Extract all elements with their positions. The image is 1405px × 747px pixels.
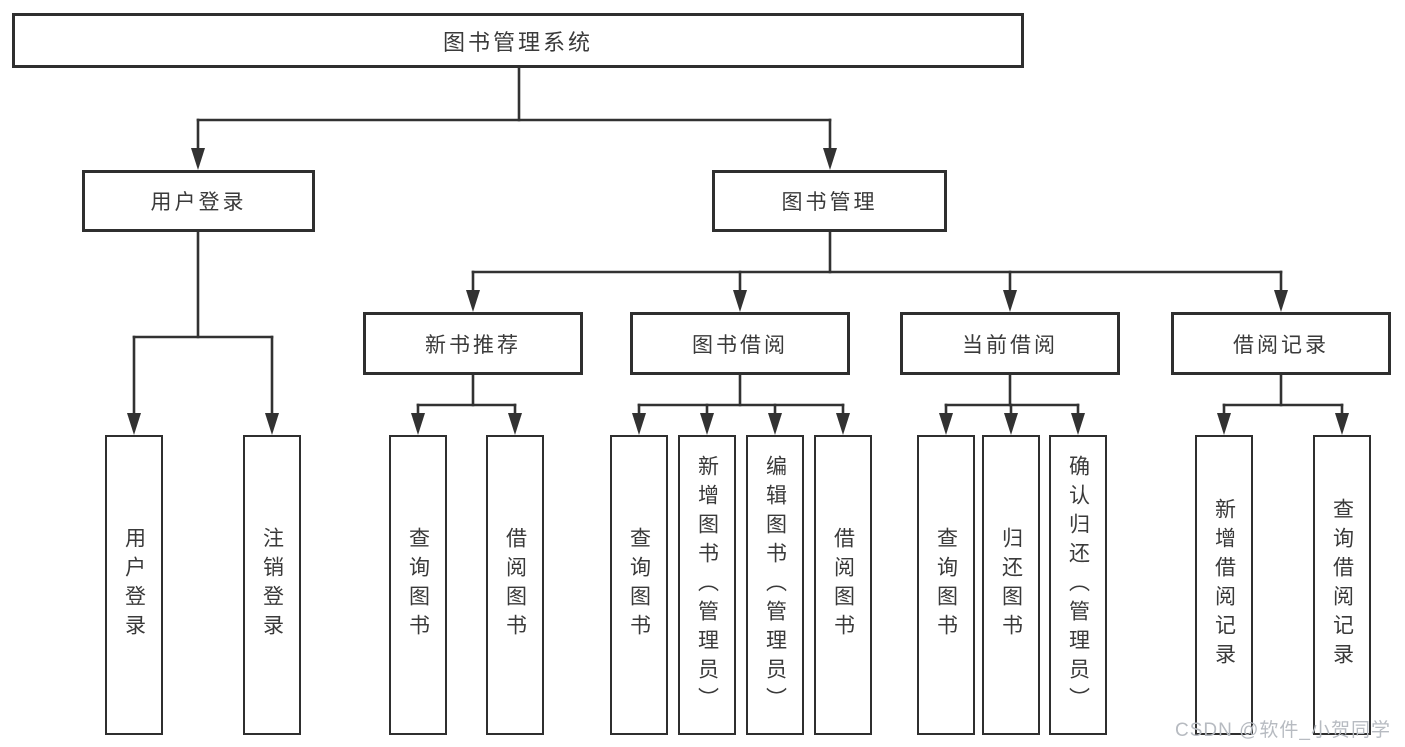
leaf-edit-books-admin: 编辑图书（管理员） <box>746 435 804 735</box>
node-book-management: 图书管理 <box>712 170 947 232</box>
node-label: 借阅图书 <box>831 527 855 643</box>
node-label: 新书推荐 <box>425 333 521 357</box>
node-label: 图书管理 <box>781 191 878 214</box>
node-label: 编辑图书（管理员） <box>763 454 787 716</box>
leaf-add-borrow-record: 新增借阅记录 <box>1195 435 1253 735</box>
node-label: 查询图书 <box>934 527 958 643</box>
node-label: 图书借阅 <box>692 333 788 357</box>
leaf-confirm-return-admin: 确认归还（管理员） <box>1049 435 1107 735</box>
node-label: 查询图书 <box>627 527 651 643</box>
node-label: 借阅图书 <box>503 527 527 643</box>
node-label: 注销登录 <box>260 527 284 643</box>
leaf-query-books-current: 查询图书 <box>917 435 975 735</box>
watermark: CSDN @软件_小贺同学 <box>1175 720 1391 741</box>
node-label: 借阅记录 <box>1233 333 1329 357</box>
leaf-borrow-books-recommend: 借阅图书 <box>486 435 544 735</box>
node-label: 新增借阅记录 <box>1212 498 1236 672</box>
connector-borrowing-records-to-leaves <box>1217 373 1349 435</box>
node-label: 图书管理系统 <box>442 29 593 55</box>
leaf-logout: 注销登录 <box>243 435 301 735</box>
node-label: 用户登录 <box>150 191 247 214</box>
node-borrowing-records: 借阅记录 <box>1171 312 1391 375</box>
node-label: 新增图书（管理员） <box>695 454 719 716</box>
leaf-add-books-admin: 新增图书（管理员） <box>678 435 736 735</box>
leaf-query-books-borrowing: 查询图书 <box>610 435 668 735</box>
leaf-query-books-recommend: 查询图书 <box>389 435 447 735</box>
connector-user-login-to-leaves <box>127 230 279 435</box>
node-label: 归还图书 <box>999 527 1023 643</box>
leaf-borrow-books-borrowing: 借阅图书 <box>814 435 872 735</box>
node-label: 用户登录 <box>122 527 146 643</box>
node-label: 当前借阅 <box>962 333 1058 357</box>
leaf-query-borrow-record: 查询借阅记录 <box>1313 435 1371 735</box>
connector-new-book-recommend-to-leaves <box>411 373 522 435</box>
node-library-management-system: 图书管理系统 <box>12 13 1024 68</box>
node-new-book-recommend: 新书推荐 <box>363 312 583 375</box>
node-user-login: 用户登录 <box>82 170 315 232</box>
leaf-return-books: 归还图书 <box>982 435 1040 735</box>
node-current-borrowing: 当前借阅 <box>900 312 1120 375</box>
leaf-user-login: 用户登录 <box>105 435 163 735</box>
node-book-borrowing: 图书借阅 <box>630 312 850 375</box>
connector-current-borrowing-to-leaves <box>939 373 1085 435</box>
connector-root-to-level2 <box>191 66 837 170</box>
connector-book-management-to-level3 <box>466 230 1288 312</box>
connector-book-borrowing-to-leaves <box>632 373 850 435</box>
node-label: 确认归还（管理员） <box>1066 454 1090 716</box>
node-label: 查询图书 <box>406 527 430 643</box>
node-label: 查询借阅记录 <box>1330 498 1354 672</box>
